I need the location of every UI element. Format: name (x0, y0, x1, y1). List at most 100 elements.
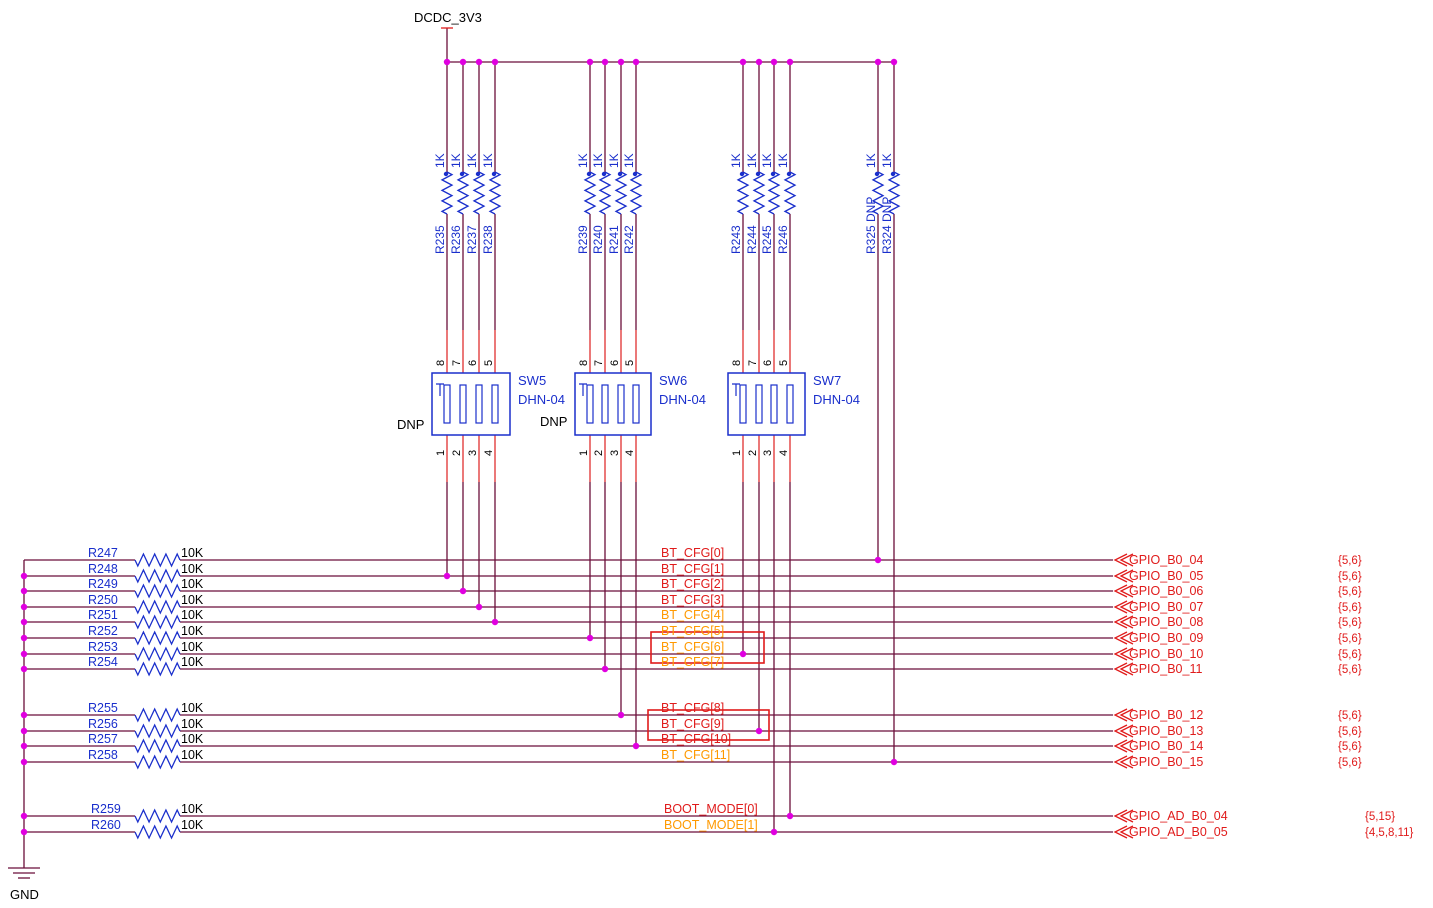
rail-junction (755, 58, 763, 66)
net-label: BT_CFG[8] (661, 701, 724, 715)
pullup-resistor (887, 171, 901, 215)
row-junction (755, 727, 763, 735)
switch-pin-number: 8 (578, 360, 590, 366)
pulldown-value: 10K (181, 748, 204, 762)
pulldown-value: 10K (181, 562, 204, 576)
row-junction (475, 603, 483, 611)
pulldown-ref: R253 (88, 640, 118, 654)
net-label: BT_CFG[0] (661, 546, 724, 560)
pullup-resistor (629, 171, 643, 215)
pulldown-resistor (134, 568, 181, 584)
gnd-junction (20, 572, 28, 580)
page-reference: {5,6} (1338, 710, 1362, 722)
pin1-dot (443, 171, 449, 177)
pullup-ref: R325 (864, 225, 878, 254)
highlight-box (650, 631, 765, 664)
row-junction (786, 812, 794, 820)
pullup-ref: R237 (465, 225, 479, 254)
switch-pin-number: 2 (747, 450, 759, 456)
net-label: BOOT_MODE[1] (664, 818, 758, 832)
pulldown-resistor (134, 824, 181, 840)
pulldown-value: 10K (181, 732, 204, 746)
page-reference: {4,5,8,11} (1365, 827, 1414, 839)
gnd-junction (20, 618, 28, 626)
dip-switch-body (727, 372, 806, 436)
switch-marker (732, 383, 740, 396)
offpage-connector (1113, 600, 1134, 614)
junctions-layer (20, 58, 898, 836)
page-reference: {5,15} (1365, 811, 1395, 823)
row-junction (443, 572, 451, 580)
pulldown-ref: R248 (88, 562, 118, 576)
switch-toggle (443, 384, 451, 424)
pullup-ref: R235 (433, 225, 447, 254)
pulldown-ref: R255 (88, 701, 118, 715)
pulldown-ref: R251 (88, 608, 118, 622)
switch-pin-number: 7 (747, 360, 759, 366)
gnd-junction (20, 603, 28, 611)
row-junction (739, 650, 747, 658)
page-reference: {5,6} (1338, 586, 1362, 598)
pulldown-ref: R247 (88, 546, 118, 560)
page-reference: {5,6} (1338, 555, 1362, 567)
pullup-value: 1K (622, 153, 636, 168)
components-layer (8, 27, 1134, 879)
switch-ref: SW5 (518, 373, 546, 388)
pin1-dot (786, 171, 792, 177)
switch-pin-number: 6 (467, 360, 479, 366)
switch-toggle (632, 384, 640, 424)
pin1-dot (890, 171, 896, 177)
pulldown-value: 10K (181, 624, 204, 638)
row-junction (632, 742, 640, 750)
switch-pin-number: 5 (483, 360, 495, 366)
pullup-value: 1K (433, 153, 447, 168)
pullup-ref: R246 (776, 225, 790, 254)
switch-toggle (755, 384, 763, 424)
page-reference: {5,6} (1338, 649, 1362, 661)
pullup-value: 1K (880, 153, 894, 168)
pulldown-resistor (134, 808, 181, 824)
net-label: BT_CFG[11] (661, 748, 730, 762)
gnd-junction (20, 711, 28, 719)
pullup-dnp: DNP (864, 197, 878, 222)
pullup-resistor (871, 171, 885, 215)
pulldown-ref: R250 (88, 593, 118, 607)
row-junction (601, 665, 609, 673)
rail-junction (739, 58, 747, 66)
pullup-value: 1K (729, 153, 743, 168)
port-label: GPIO_AD_B0_05 (1129, 825, 1228, 839)
pullup-value: 1K (591, 153, 605, 168)
pulldown-resistor (134, 614, 181, 630)
net-label: BT_CFG[1] (661, 562, 724, 576)
switch-pin-number: 3 (467, 450, 479, 456)
port-label: GPIO_AD_B0_04 (1129, 809, 1228, 823)
page-reference: {5,6} (1338, 633, 1362, 645)
gnd-junction (20, 742, 28, 750)
offpage-connector (1113, 809, 1134, 823)
gnd-junction (20, 758, 28, 766)
offpage-connector (1113, 724, 1134, 738)
gnd-junction (20, 587, 28, 595)
pullup-resistor (583, 171, 597, 215)
port-label: GPIO_B0_13 (1129, 724, 1203, 738)
port-label: GPIO_B0_11 (1129, 662, 1202, 676)
pullup-dnp: DNP (880, 197, 894, 222)
switch-pin-number: 7 (593, 360, 605, 366)
page-reference: {5,6} (1338, 757, 1362, 769)
pullup-value: 1K (760, 153, 774, 168)
rail-junction (617, 58, 625, 66)
dip-switch-body (574, 372, 652, 436)
pullup-value: 1K (607, 153, 621, 168)
net-label: BT_CFG[2] (661, 577, 724, 591)
pulldown-resistor (134, 552, 181, 568)
row-junction (459, 587, 467, 595)
net-label: BT_CFG[7] (661, 655, 724, 669)
net-label: BT_CFG[5] (661, 624, 724, 638)
switch-ref: SW6 (659, 373, 687, 388)
pullup-resistor (752, 171, 766, 215)
rail-junction (890, 58, 898, 66)
row-junction (874, 556, 882, 564)
switch-pin-number: 1 (435, 450, 447, 456)
pullup-ref: R245 (760, 225, 774, 254)
switch-pin-number: 5 (624, 360, 636, 366)
